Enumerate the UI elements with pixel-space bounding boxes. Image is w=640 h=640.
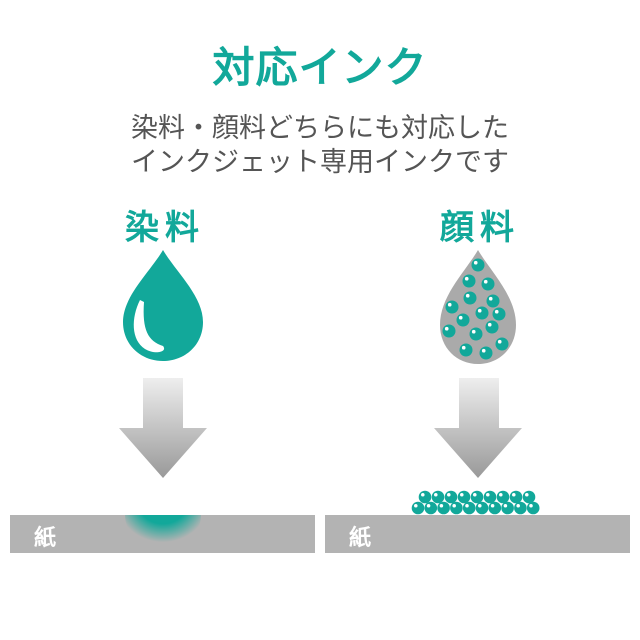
- pigment-particle: [522, 490, 536, 504]
- pigment-particle: [479, 346, 493, 360]
- particle-highlight: [473, 260, 478, 265]
- pigment-paper-label: 紙: [349, 526, 372, 551]
- particle-highlight: [529, 504, 533, 508]
- pigment-particle: [450, 501, 463, 515]
- particle-highlight: [478, 504, 482, 508]
- pigment-surface-particles: [411, 490, 540, 515]
- pigment-particle: [475, 306, 489, 320]
- dye-label: 染料: [125, 208, 205, 248]
- particle-highlight: [471, 329, 476, 334]
- particle-highlight: [494, 309, 499, 314]
- particle-highlight: [421, 493, 425, 497]
- pigment-label: 顔料: [440, 208, 520, 248]
- pigment-particle: [495, 337, 509, 351]
- particle-highlight: [414, 504, 418, 508]
- particle-highlight: [434, 493, 438, 497]
- particle-highlight: [477, 308, 482, 313]
- pigment-down-arrow-icon: [434, 378, 522, 478]
- pigment-particle: [488, 501, 502, 515]
- pigment-particle: [486, 294, 500, 308]
- particle-highlight: [481, 348, 486, 353]
- subtitle-line-2: インクジェット専用インクです: [131, 147, 509, 178]
- particle-highlight: [461, 345, 466, 350]
- particle-highlight: [447, 302, 452, 307]
- particle-highlight: [525, 493, 529, 497]
- particle-highlight: [497, 339, 502, 344]
- pigment-particle: [437, 501, 450, 515]
- particle-highlight: [516, 504, 520, 508]
- particle-highlight: [465, 504, 469, 508]
- particle-highlight: [473, 493, 477, 497]
- pigment-particle: [442, 324, 456, 338]
- dye-drop-icon: [123, 250, 203, 361]
- particle-highlight: [464, 276, 469, 281]
- pigment-paper: [325, 515, 630, 553]
- pigment-particle: [457, 490, 471, 504]
- particle-highlight: [439, 504, 444, 508]
- pigment-particle: [462, 501, 476, 515]
- particle-highlight: [499, 493, 503, 497]
- pigment-particle: [481, 277, 495, 291]
- pigment-particle: [501, 501, 514, 515]
- particle-highlight: [460, 493, 464, 497]
- pigment-particle: [483, 490, 497, 504]
- particle-highlight: [465, 293, 470, 298]
- pigment-particle: [526, 501, 540, 515]
- particle-highlight: [458, 315, 463, 320]
- pigment-particle: [509, 490, 523, 504]
- page-title: 対応インク: [212, 43, 428, 92]
- pigment-particle: [462, 274, 476, 288]
- pigment-particle: [475, 501, 489, 515]
- particle-highlight: [483, 279, 488, 284]
- pigment-particle: [445, 300, 459, 314]
- pigment-particle: [470, 490, 484, 504]
- particle-highlight: [490, 504, 495, 508]
- particle-highlight: [488, 296, 493, 301]
- particle-highlight: [444, 326, 449, 331]
- pigment-drop-icon: [440, 250, 516, 364]
- pigment-particle: [456, 313, 470, 327]
- pigment-particle: [485, 320, 499, 334]
- dye-paper-label: 紙: [34, 526, 57, 551]
- dye-down-arrow-icon: [119, 378, 207, 478]
- particle-highlight: [503, 504, 508, 508]
- pigment-particle: [492, 307, 506, 321]
- pigment-particle: [471, 258, 485, 272]
- pigment-particle: [463, 291, 477, 305]
- pigment-particle: [496, 490, 510, 504]
- particle-highlight: [426, 504, 431, 508]
- pigment-particle: [431, 490, 445, 504]
- dye-absorbed-blot: [125, 515, 201, 549]
- particle-highlight: [452, 504, 456, 508]
- pigment-particle: [444, 490, 458, 504]
- particle-highlight: [512, 493, 516, 497]
- particle-highlight: [487, 322, 492, 327]
- pigment-particle: [418, 490, 432, 504]
- pigment-particle: [411, 501, 425, 515]
- subtitle-line-1: 染料・顔料どちらにも対応した: [131, 113, 509, 144]
- pigment-particle: [514, 501, 527, 515]
- pigment-particle: [424, 501, 438, 515]
- particle-highlight: [486, 493, 490, 497]
- particle-highlight: [447, 493, 451, 497]
- pigment-particle: [459, 343, 473, 357]
- pigment-particle: [469, 327, 483, 341]
